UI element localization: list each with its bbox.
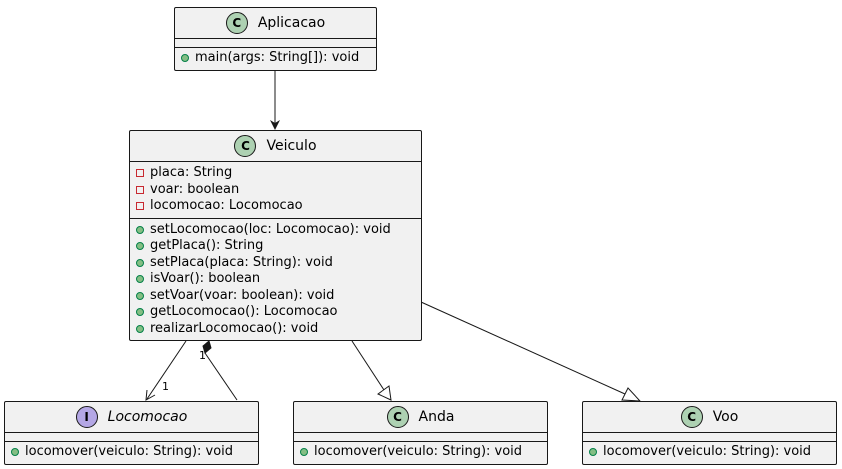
method-text: getPlaca(): String	[150, 238, 264, 253]
public-icon	[136, 258, 144, 267]
class-stereotype-icon: C	[386, 406, 409, 428]
public-icon	[136, 324, 144, 333]
field-text: placa: String	[150, 165, 233, 180]
class-stereotype-icon: C	[234, 135, 257, 157]
method-row: setPlaca(placa: String): void	[136, 255, 415, 272]
methods-section: setLocomocao(loc: Locomocao): void getPl…	[130, 219, 421, 341]
class-name: Aplicacao	[257, 15, 326, 31]
class-name: Veiculo	[266, 138, 317, 154]
method-row: locomover(veiculo: String): void	[589, 444, 830, 461]
method-row: getLocomocao(): Locomocao	[136, 304, 415, 321]
class-name: Voo	[712, 409, 739, 425]
methods-section: locomover(veiculo: String): void	[583, 442, 836, 464]
method-row: getPlaca(): String	[136, 238, 415, 255]
fields-section: placa: String voar: boolean locomocao: L…	[130, 162, 421, 219]
method-text: locomover(veiculo: String): void	[25, 444, 234, 459]
method-row: locomover(veiculo: String): void	[300, 444, 541, 461]
class-header: C Aplicacao	[175, 8, 376, 39]
private-icon	[136, 202, 144, 211]
public-icon	[589, 448, 597, 457]
fields-section	[294, 433, 547, 442]
multiplicity-veiculo: 1	[199, 349, 206, 362]
public-icon	[136, 242, 144, 251]
method-text: locomover(veiculo: String): void	[603, 444, 812, 459]
class-aplicacao[interactable]: C Aplicacao main(args: String[]): void	[174, 7, 377, 71]
method-text: setPlaca(placa: String): void	[150, 254, 333, 270]
interface-stereotype-icon: I	[75, 406, 98, 428]
field-text: locomocao: Locomocao	[150, 198, 303, 213]
private-icon	[136, 169, 144, 178]
public-icon	[136, 225, 144, 234]
field-row: placa: String	[136, 165, 415, 182]
arrowhead-veiculo	[270, 120, 280, 130]
class-voo[interactable]: C Voo locomover(veiculo: String): void	[582, 401, 837, 465]
private-icon	[136, 185, 144, 194]
methods-section: locomover(veiculo: String): void	[294, 442, 547, 464]
public-icon	[300, 448, 308, 457]
class-stereotype-icon: C	[680, 406, 703, 428]
field-row: locomocao: Locomocao	[136, 198, 415, 215]
composition-diamond	[202, 340, 212, 354]
method-row: realizarLocomocao(): void	[136, 321, 415, 338]
public-icon	[136, 291, 144, 300]
edge-locomocao-veiculo	[204, 352, 238, 401]
method-text: setLocomocao(loc: Locomocao): void	[150, 221, 391, 237]
method-row: setVoar(voar: boolean): void	[136, 288, 415, 305]
generalization-triangle-anda	[377, 385, 392, 401]
methods-section: locomover(veiculo: String): void	[5, 442, 258, 464]
method-row: main(args: String[]): void	[181, 50, 370, 67]
edge-veiculo-locomocao	[146, 340, 187, 400]
class-stereotype-icon: C	[225, 12, 248, 34]
class-header: C Anda	[294, 402, 547, 433]
multiplicity-locomocao: 1	[162, 380, 169, 393]
public-icon	[11, 448, 19, 457]
interface-locomocao[interactable]: I Locomocao locomover(veiculo: String): …	[4, 401, 259, 465]
method-row: locomover(veiculo: String): void	[11, 444, 252, 461]
arrowhead-locomocao	[145, 389, 156, 401]
generalization-triangle-voo	[621, 387, 642, 402]
method-text: realizarLocomocao(): void	[150, 320, 319, 336]
class-anda[interactable]: C Anda locomover(veiculo: String): void	[293, 401, 548, 465]
edge-veiculo-voo	[420, 301, 626, 395]
method-text: getLocomocao(): Locomocao	[150, 304, 338, 319]
class-name: Locomocao	[107, 409, 188, 425]
public-icon	[136, 308, 144, 317]
method-text: locomover(veiculo: String): void	[314, 444, 523, 459]
public-icon	[136, 275, 144, 284]
method-row: setLocomocao(loc: Locomocao): void	[136, 222, 415, 239]
fields-section	[175, 39, 376, 48]
method-text: isVoar(): boolean	[150, 271, 261, 286]
field-text: voar: boolean	[150, 181, 240, 197]
method-text: setVoar(voar: boolean): void	[150, 287, 335, 303]
class-veiculo[interactable]: C Veiculo placa: String voar: boolean lo…	[129, 130, 422, 341]
method-text: main(args: String[]): void	[195, 50, 360, 65]
class-header: C Veiculo	[130, 131, 421, 162]
fields-section	[583, 433, 836, 442]
method-row: isVoar(): boolean	[136, 271, 415, 288]
field-row: voar: boolean	[136, 182, 415, 199]
methods-section: main(args: String[]): void	[175, 48, 376, 70]
fields-section	[5, 433, 258, 442]
class-name: Anda	[418, 409, 455, 425]
class-header: C Voo	[583, 402, 836, 433]
public-icon	[181, 54, 189, 63]
class-header: I Locomocao	[5, 402, 258, 433]
edge-veiculo-anda	[351, 340, 385, 391]
